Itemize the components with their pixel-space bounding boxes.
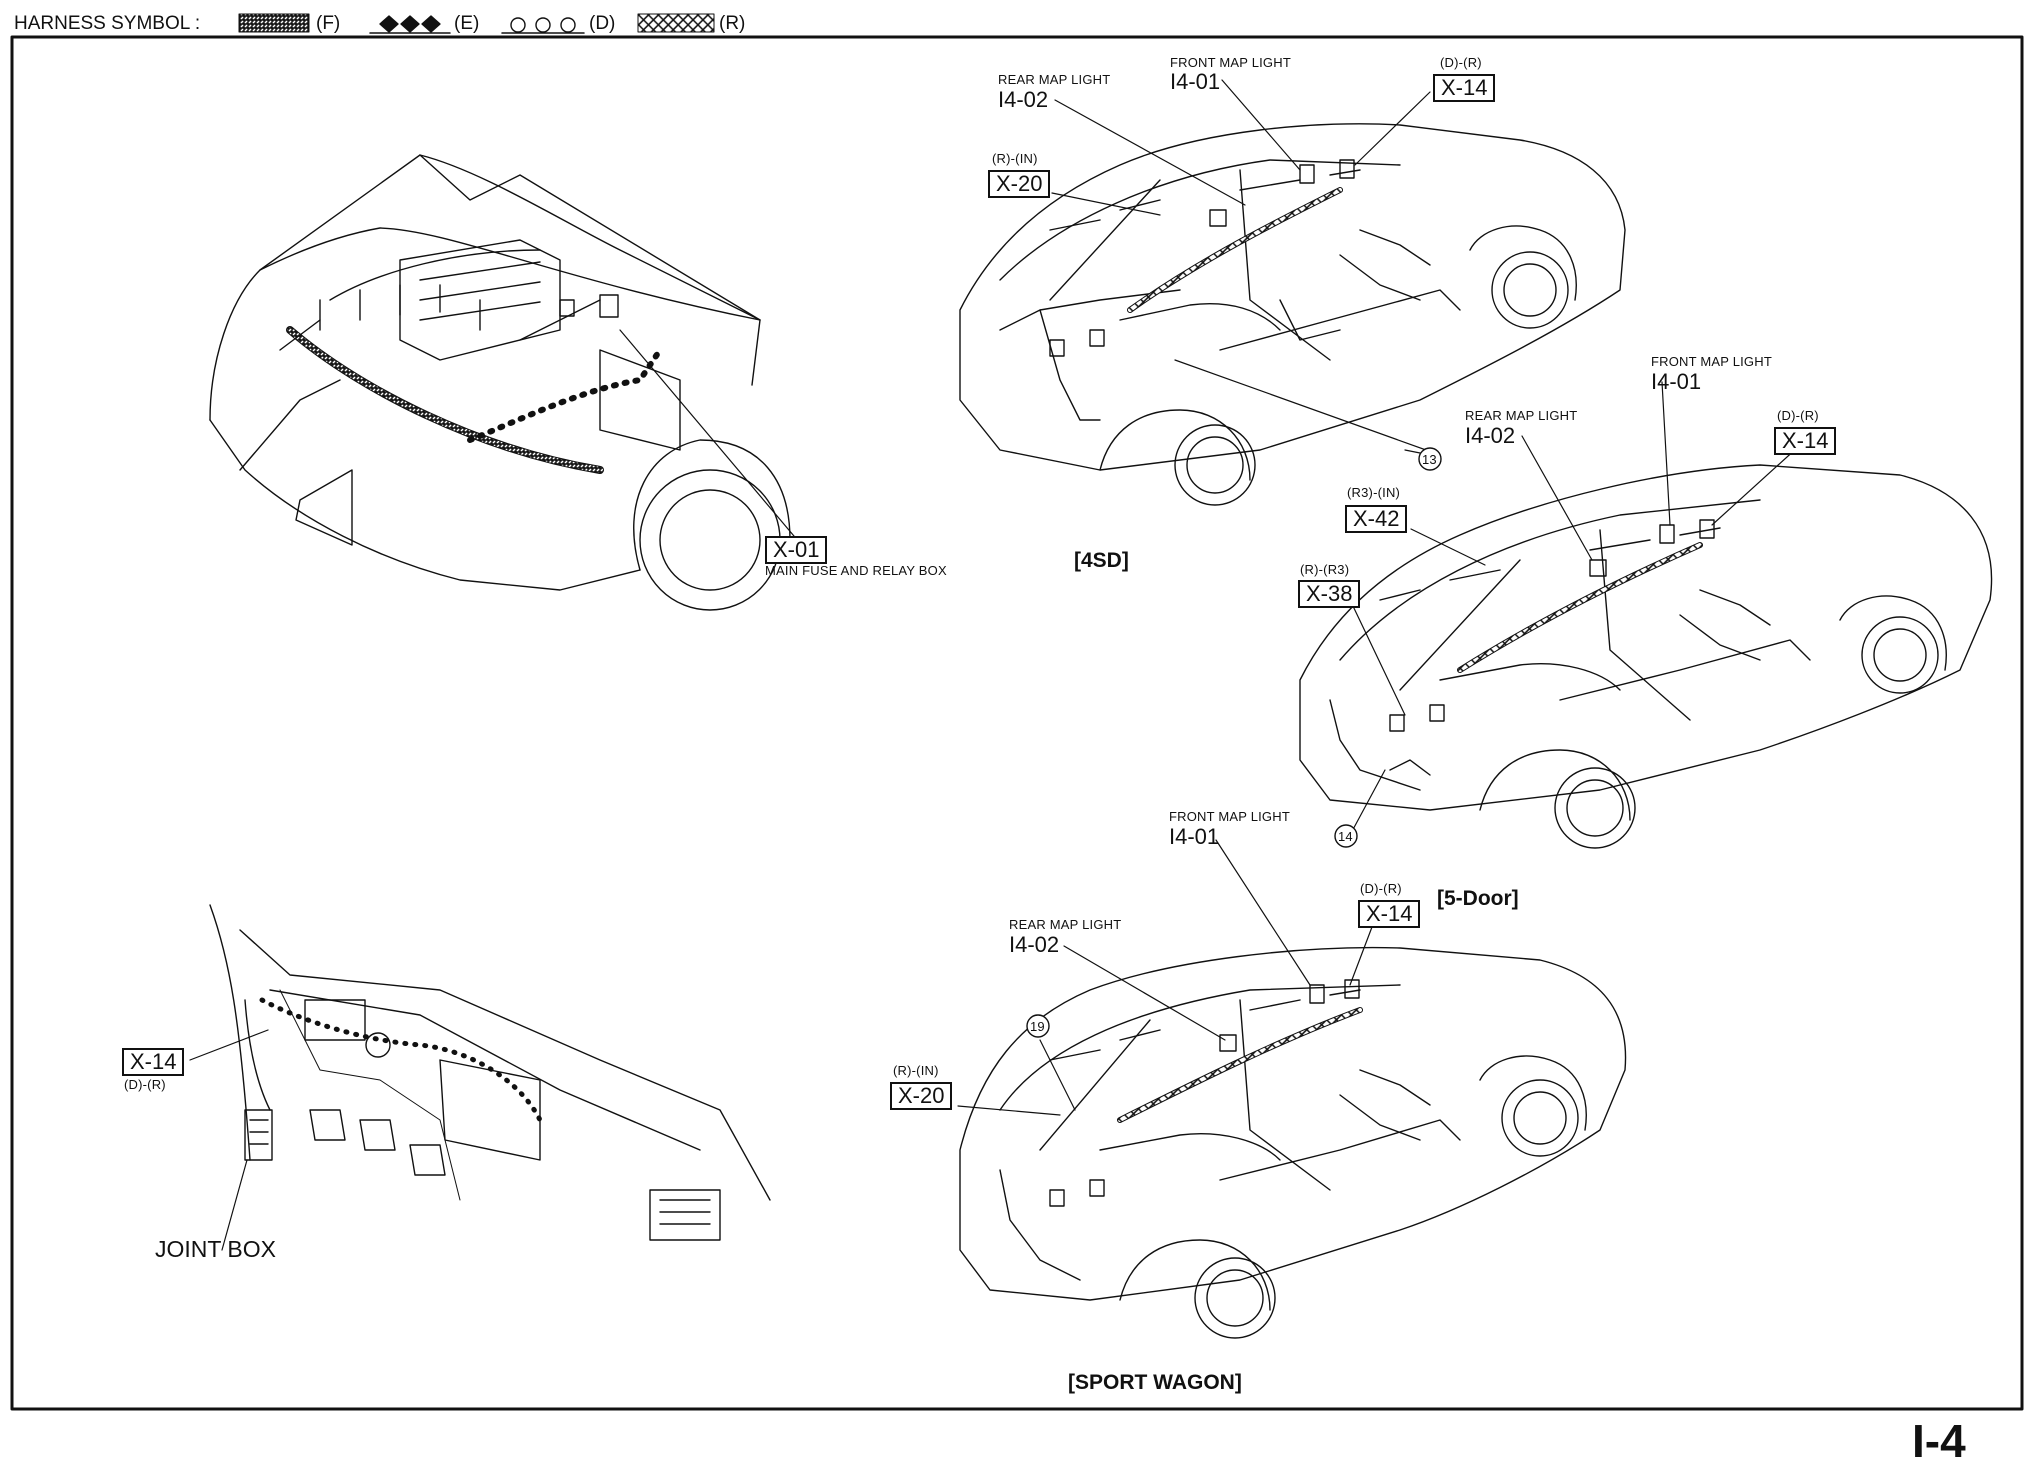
wagon-front-map-light-label: FRONT MAP LIGHT: [1169, 809, 1290, 824]
five-door-x38-connector-label: X-38: [1298, 580, 1361, 608]
wagon-ground-number: 19: [1030, 1019, 1045, 1034]
five-door-front-map-code: I4-01: [1651, 369, 1702, 394]
legend-diamond-symbol: [369, 15, 451, 34]
sedan-rear-map-code: I4-02: [998, 87, 1049, 112]
leader-lines: [189, 79, 1799, 1251]
legend-d-code: (D): [589, 13, 616, 34]
ground-marker-19: [1026, 1014, 1050, 1038]
wagon-front-map-code: I4-01: [1169, 824, 1220, 849]
five-door-x14-tag: (D)-(R): [1777, 408, 1819, 423]
page-frame: [10, 35, 2024, 1411]
wagon-rear-map-light-label: REAR MAP LIGHT: [1009, 917, 1122, 932]
wagon-x14-tag: (D)-(R): [1360, 881, 1402, 896]
sedan-rear-map-light-label: REAR MAP LIGHT: [998, 72, 1111, 87]
sedan-front-map-light-label: FRONT MAP LIGHT: [1170, 55, 1291, 70]
five-door-x38-tag: (R)-(R3): [1300, 562, 1350, 577]
wagon-drawing: [959, 946, 1627, 1339]
legend-f-code: (F): [316, 13, 341, 34]
sedan-x20-connector-label: X-20: [988, 170, 1051, 198]
sedan-x14-tag: (D)-(R): [1440, 55, 1482, 70]
main-fuse-relay-box-label: MAIN FUSE AND RELAY BOX: [765, 563, 947, 578]
dash-x14-connector-label: X-14: [122, 1048, 185, 1076]
ground-marker-13: [1418, 447, 1442, 471]
joint-box-label: JOINT BOX: [155, 1236, 276, 1262]
sedan-drawing: [959, 123, 1626, 506]
wagon-x20-tag: (R)-(IN): [893, 1063, 939, 1078]
legend-symbols: [238, 13, 715, 34]
sedan-ground-number: 13: [1422, 452, 1437, 467]
five-door-front-map-light-label: FRONT MAP LIGHT: [1651, 354, 1772, 369]
dashboard-drawing: [209, 904, 771, 1241]
five-door-ground-number: 14: [1338, 829, 1353, 844]
sedan-x20-tag: (R)-(IN): [992, 151, 1038, 166]
five-door-x42-tag: (R3)-(IN): [1347, 485, 1401, 500]
sedan-x14-connector-label: X-14: [1433, 74, 1496, 102]
legend-hatched-symbol: [637, 13, 715, 33]
sedan-variant-title: [4SD]: [1074, 549, 1129, 572]
five-door-variant-title: [5-Door]: [1437, 887, 1519, 910]
five-door-x14-connector-label: X-14: [1774, 427, 1837, 455]
five-door-drawing: [1299, 464, 1993, 849]
five-door-x42-connector-label: X-42: [1345, 505, 1408, 533]
x01-connector-label: X-01: [765, 536, 828, 564]
legend-title: HARNESS SYMBOL :: [14, 13, 201, 34]
legend-dotted-symbol: [238, 13, 310, 33]
wagon-x14-connector-label: X-14: [1358, 900, 1421, 928]
wagon-rear-map-code: I4-02: [1009, 932, 1060, 957]
legend-r-code: (R): [719, 13, 746, 34]
five-door-rear-map-light-label: REAR MAP LIGHT: [1465, 408, 1578, 423]
page-number: I-4: [1912, 1415, 1966, 1467]
wagon-variant-title: [SPORT WAGON]: [1068, 1371, 1242, 1394]
legend-e-code: (E): [454, 13, 480, 34]
ground-marker-14: [1334, 824, 1358, 848]
engine-bay-drawing: [209, 154, 811, 611]
wagon-x20-connector-label: X-20: [890, 1082, 953, 1110]
legend-circle-symbol: [501, 17, 585, 34]
five-door-rear-map-code: I4-02: [1465, 423, 1516, 448]
sedan-front-map-code: I4-01: [1170, 69, 1221, 94]
dash-x14-tag: (D)-(R): [124, 1077, 166, 1092]
